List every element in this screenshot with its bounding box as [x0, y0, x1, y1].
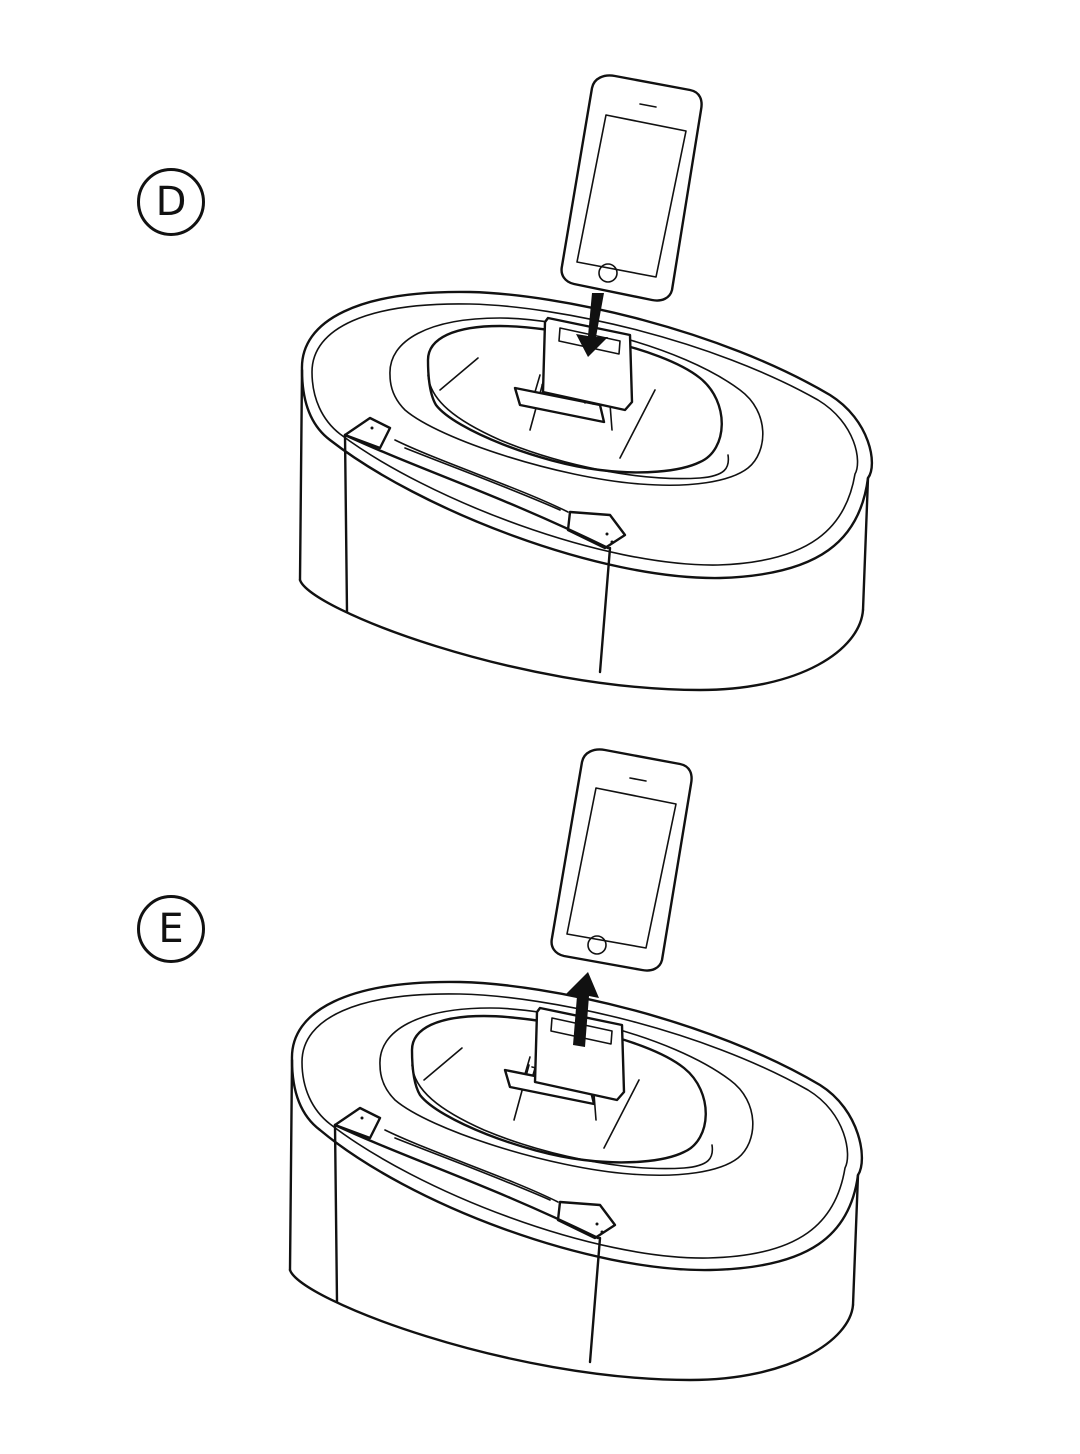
- dock-connector-card: [541, 316, 634, 412]
- figure-e: [288, 748, 864, 1382]
- smartphone-icon: [550, 748, 693, 972]
- figure-d: [298, 74, 874, 692]
- step-label-d: D: [137, 168, 205, 236]
- dock-connector-card: [533, 1006, 626, 1102]
- speaker-dock-icon: [298, 290, 874, 692]
- smartphone-icon: [560, 74, 703, 302]
- arrow-up-icon: [566, 972, 599, 1047]
- arrow-down-icon: [576, 293, 608, 357]
- step-label-e: E: [137, 895, 205, 963]
